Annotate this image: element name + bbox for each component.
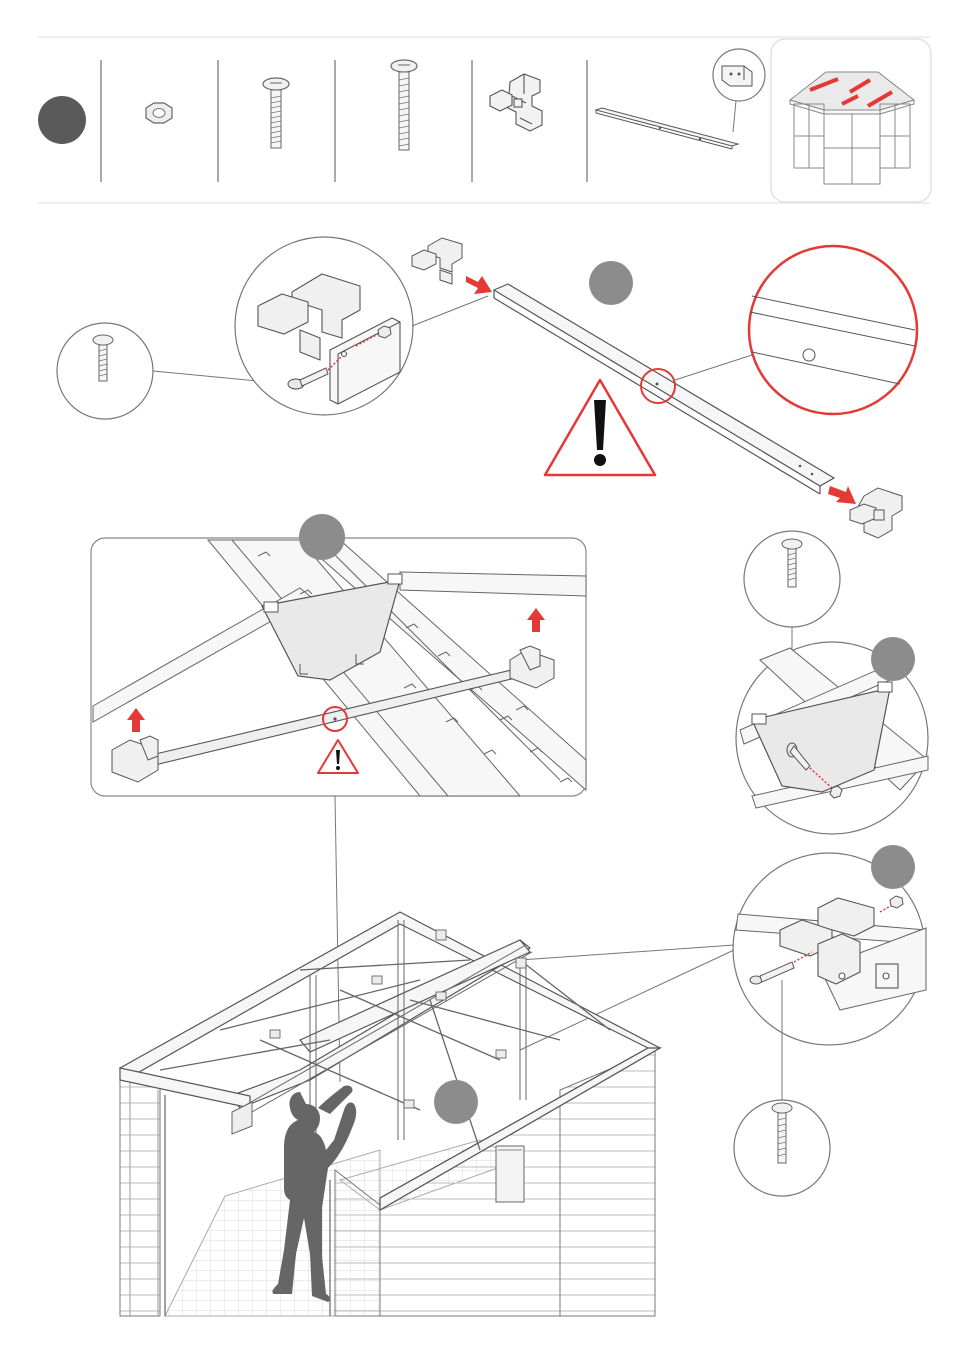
shed-illustration xyxy=(120,912,660,1316)
warning-icon xyxy=(545,380,655,475)
parts-strip xyxy=(38,37,931,203)
shed-right-wall xyxy=(380,1105,560,1316)
nut-icon xyxy=(830,786,842,798)
bracket-icon xyxy=(850,488,902,538)
shed-window xyxy=(496,1146,524,1202)
roof-detail-panel xyxy=(91,514,586,1082)
hole-zoom-callout xyxy=(749,246,917,414)
arrow-icon xyxy=(466,276,492,294)
arrow-icon xyxy=(828,486,856,504)
step-badge-a xyxy=(589,261,633,305)
step-badge-main xyxy=(38,96,86,144)
beam-assembly-section xyxy=(57,237,917,538)
nut-icon xyxy=(146,103,172,123)
step-badge-e xyxy=(434,1080,478,1124)
step-badge-d xyxy=(871,845,915,889)
bracket-icon xyxy=(412,238,462,284)
roof-beam-icon xyxy=(596,49,765,149)
step-badge-c xyxy=(871,637,915,681)
long-bolt-icon xyxy=(391,60,417,150)
strip-dividers xyxy=(101,60,587,182)
shed-thumbnail xyxy=(771,39,931,202)
bracket-icon xyxy=(490,74,542,131)
short-bolt-icon xyxy=(263,78,289,148)
step-badge-b xyxy=(299,514,345,560)
shed-left-wall xyxy=(120,1080,160,1316)
